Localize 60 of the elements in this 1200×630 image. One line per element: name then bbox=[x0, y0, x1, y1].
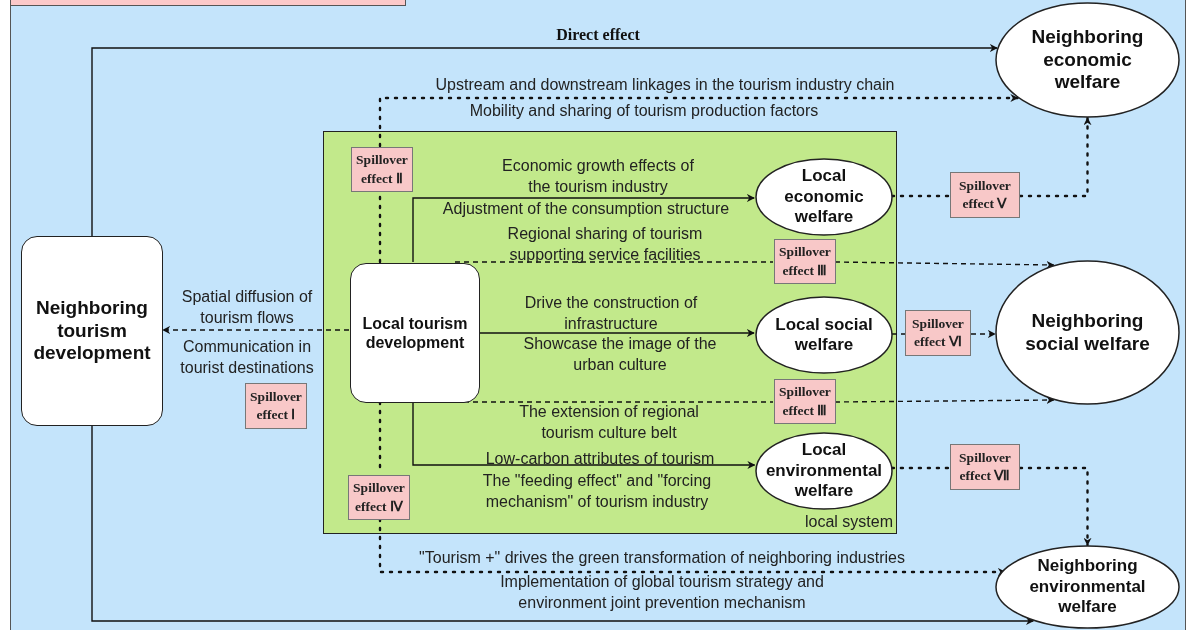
arrow bbox=[1018, 116, 1092, 198]
node-label: Local social welfare bbox=[774, 314, 874, 356]
mechanism-text: Spatial diffusion of tourism flows bbox=[180, 287, 314, 328]
spillover-box bbox=[905, 310, 971, 356]
spillover-label: Spillover effect Ⅳ bbox=[352, 479, 406, 516]
mechanism-text: Implementation of global tourism strategy and environment joint prevention mechanism bbox=[499, 572, 825, 613]
arrow bbox=[478, 329, 755, 337]
node-label: Local economic welfare bbox=[783, 166, 865, 228]
mechanism-text: Showcase the image of the urban culture bbox=[522, 334, 718, 375]
spillover-label: Spillover effect Ⅲ bbox=[778, 243, 832, 280]
spillover-label: Spillover effect Ⅲ bbox=[778, 383, 832, 420]
arrow bbox=[834, 260, 1055, 269]
spillover-label: Spillover effect Ⅱ bbox=[355, 151, 409, 188]
arrow bbox=[378, 94, 1019, 148]
mechanism-text: The "feeding effect" and "forcing mechanism" of tourism industry bbox=[481, 471, 713, 512]
connector-line bbox=[454, 261, 774, 263]
connector-line bbox=[890, 194, 952, 198]
node-label: Neighboring tourism development bbox=[32, 296, 152, 366]
node-label: Neighboring economic welfare bbox=[1030, 25, 1145, 95]
node-label: Local environmental welfare bbox=[764, 440, 884, 502]
mechanism-text: Adjustment of the consumption structure bbox=[441, 199, 731, 219]
spillover-label: Spillover effect Ⅶ bbox=[958, 448, 1012, 485]
welfare-ellipse bbox=[755, 432, 893, 510]
arrow bbox=[91, 425, 1034, 625]
mechanism-text: Mobility and sharing of tourism production factors bbox=[468, 101, 820, 121]
mechanism-text: Economic growth effects of the tourism industry bbox=[501, 156, 695, 197]
arrow bbox=[162, 326, 350, 334]
mechanism-text: Low-carbon attributes of tourism bbox=[484, 449, 716, 469]
region-label: local system bbox=[804, 513, 893, 531]
arrow bbox=[1018, 466, 1092, 547]
node-label: Local tourism development bbox=[361, 313, 469, 353]
arrow bbox=[834, 396, 1055, 405]
spillover-box bbox=[950, 444, 1020, 490]
rounded-box bbox=[21, 236, 163, 426]
welfare-ellipse bbox=[755, 158, 893, 236]
mechanism-text: The extension of regional tourism culture belt bbox=[518, 402, 700, 443]
spillover-label: Spillover effect Ⅰ bbox=[249, 387, 303, 424]
spillover-label: Spillover effect Ⅴ bbox=[958, 176, 1012, 213]
system-region bbox=[323, 131, 897, 534]
welfare-ellipse bbox=[995, 260, 1180, 405]
arrow bbox=[970, 330, 996, 338]
mechanism-text: "Tourism +" drives the green transformation of neighboring industries bbox=[418, 548, 906, 568]
connector-line bbox=[891, 333, 906, 335]
mechanism-text: Drive the construction of infrastructure bbox=[523, 293, 699, 334]
arrow bbox=[412, 194, 755, 263]
welfare-ellipse bbox=[755, 296, 893, 374]
mechanism-text: Upstream and downstream linkages in the tourism industry chain bbox=[434, 75, 896, 95]
arrow bbox=[412, 401, 756, 469]
rounded-box bbox=[350, 263, 480, 403]
node-label: Neighboring social welfare bbox=[1024, 309, 1151, 356]
node-label: Neighboring environmental welfare bbox=[1028, 556, 1147, 618]
connector-line bbox=[890, 466, 952, 470]
mechanism-text: Regional sharing of tourism supporting service facilities bbox=[506, 224, 704, 265]
arrow bbox=[91, 44, 998, 237]
edge-label: Direct effect bbox=[556, 26, 640, 44]
welfare-ellipse bbox=[995, 2, 1180, 118]
spillover-label: Spillover effect Ⅵ bbox=[911, 314, 965, 351]
mechanism-text: Communication in tourist destinations bbox=[179, 337, 315, 378]
welfare-ellipse bbox=[995, 545, 1180, 629]
spillover-box bbox=[950, 172, 1020, 218]
